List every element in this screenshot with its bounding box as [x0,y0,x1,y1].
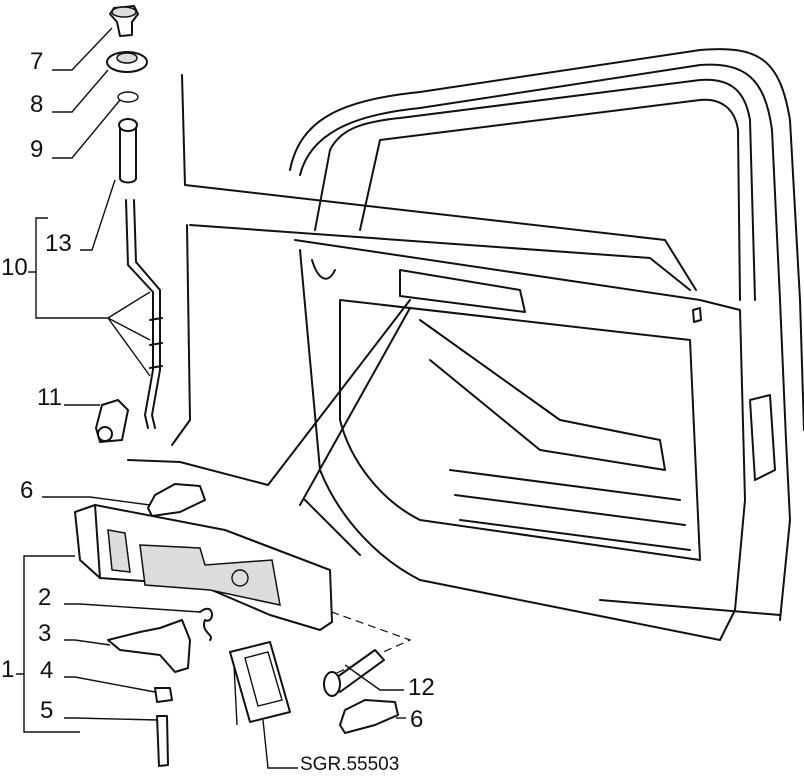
callout-7: 7 [30,48,44,75]
callout-11: 11 [37,384,62,411]
drawing-code: SGR.55503 [300,754,400,775]
callout-4: 4 [40,657,54,684]
handle-gasket-card [229,641,291,723]
part-12-screw [323,649,385,697]
leader-lines [16,27,406,769]
part-4-nut [154,687,173,703]
callout-9: 9 [30,136,44,163]
part-6-clip-lower [339,699,399,734]
part-8-grommet [106,51,148,73]
part-9-ring [117,91,139,103]
part-11-clip [95,399,129,443]
part-6-clip-upper [147,483,206,517]
callout-3: 3 [38,620,52,647]
part-5-pin [156,715,169,767]
callout-1: 1 [1,656,15,683]
callout-8: 8 [30,91,44,118]
part-1-door-handle [74,504,333,631]
callout-10: 10 [1,254,28,281]
door-panel [289,48,804,641]
part-2-spring [199,607,213,641]
callout-12: 12 [408,674,435,701]
callout-5: 5 [40,697,54,724]
part-7-cap [109,5,139,37]
part-3-bracket [107,619,191,673]
callout-13: 13 [45,230,72,257]
callout-2: 2 [38,584,52,611]
part-13-lock-knob [118,118,138,184]
callout-6-lower: 6 [410,706,424,733]
part-10-rod [125,199,163,429]
callout-6-upper: 6 [20,477,34,504]
construction-lines [127,74,697,677]
